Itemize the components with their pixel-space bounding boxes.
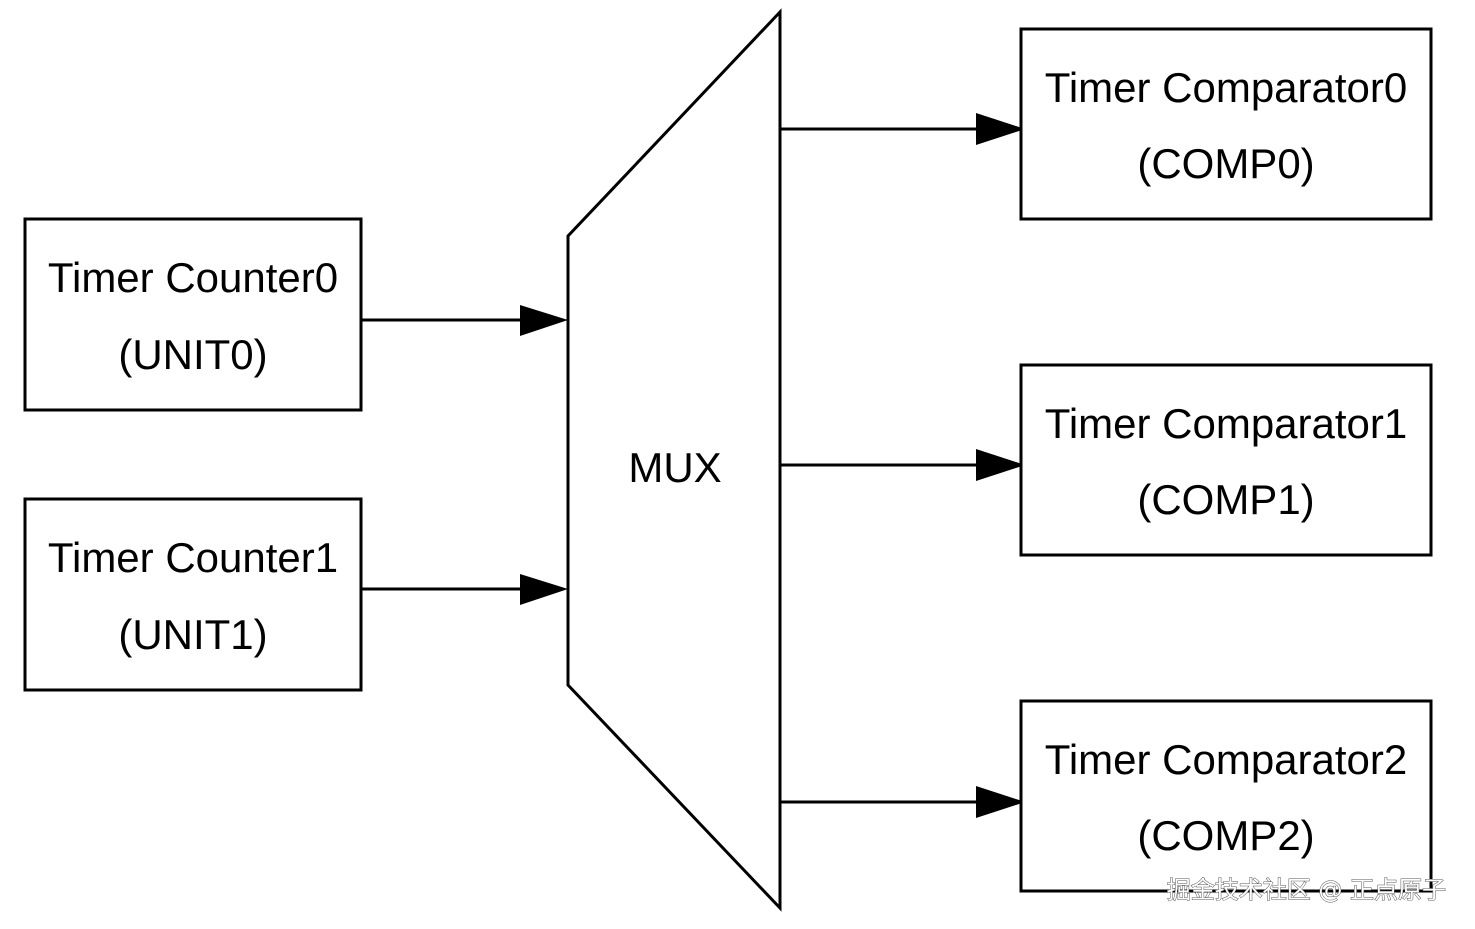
- output-box-comp1-frame: [1019, 363, 1433, 557]
- wire-mux-to-comp2: [780, 786, 1025, 818]
- output-box-comp0-frame: [1019, 27, 1433, 221]
- mux-label: MUX: [628, 444, 721, 491]
- mux-block: MUX: [566, 8, 782, 912]
- output-box-comp2-title: Timer Comparator2: [1045, 736, 1408, 783]
- output-box-comp0-subtitle: (COMP0): [1137, 140, 1314, 187]
- output-box-comp2: Timer Comparator2 (COMP2): [1019, 699, 1433, 893]
- input-box-unit1: Timer Counter1 (UNIT1): [23, 497, 363, 692]
- wire-mux-to-comp0: [780, 113, 1025, 145]
- input-box-unit1-frame: [23, 497, 363, 692]
- input-box-unit1-subtitle: (UNIT1): [118, 611, 267, 658]
- wire-unit0-to-mux: [361, 305, 568, 336]
- arrow-comp0-head: [976, 113, 1025, 145]
- arrow-unit1-head: [520, 574, 568, 605]
- input-box-unit1-title: Timer Counter1: [48, 534, 338, 581]
- output-box-comp0-title: Timer Comparator0: [1045, 64, 1408, 111]
- input-box-unit0-title: Timer Counter0: [48, 254, 338, 301]
- arrow-unit0-head: [520, 305, 568, 336]
- watermark-text: 掘金技术社区 @ 正点原子: [1167, 876, 1446, 904]
- input-box-unit0: Timer Counter0 (UNIT0): [23, 217, 363, 412]
- output-box-comp2-subtitle: (COMP2): [1137, 812, 1314, 859]
- output-box-comp1-title: Timer Comparator1: [1045, 400, 1408, 447]
- output-box-comp2-frame: [1019, 699, 1433, 893]
- output-box-comp0: Timer Comparator0 (COMP0): [1019, 27, 1433, 221]
- mux-shape: [566, 8, 782, 912]
- output-box-comp1: Timer Comparator1 (COMP1): [1019, 363, 1433, 557]
- wire-unit1-to-mux: [361, 574, 568, 605]
- arrow-comp1-head: [976, 449, 1025, 481]
- wire-mux-to-comp1: [780, 449, 1025, 481]
- arrow-comp2-head: [976, 786, 1025, 818]
- input-box-unit0-subtitle: (UNIT0): [118, 331, 267, 378]
- input-box-unit0-frame: [23, 217, 363, 412]
- output-box-comp1-subtitle: (COMP1): [1137, 476, 1314, 523]
